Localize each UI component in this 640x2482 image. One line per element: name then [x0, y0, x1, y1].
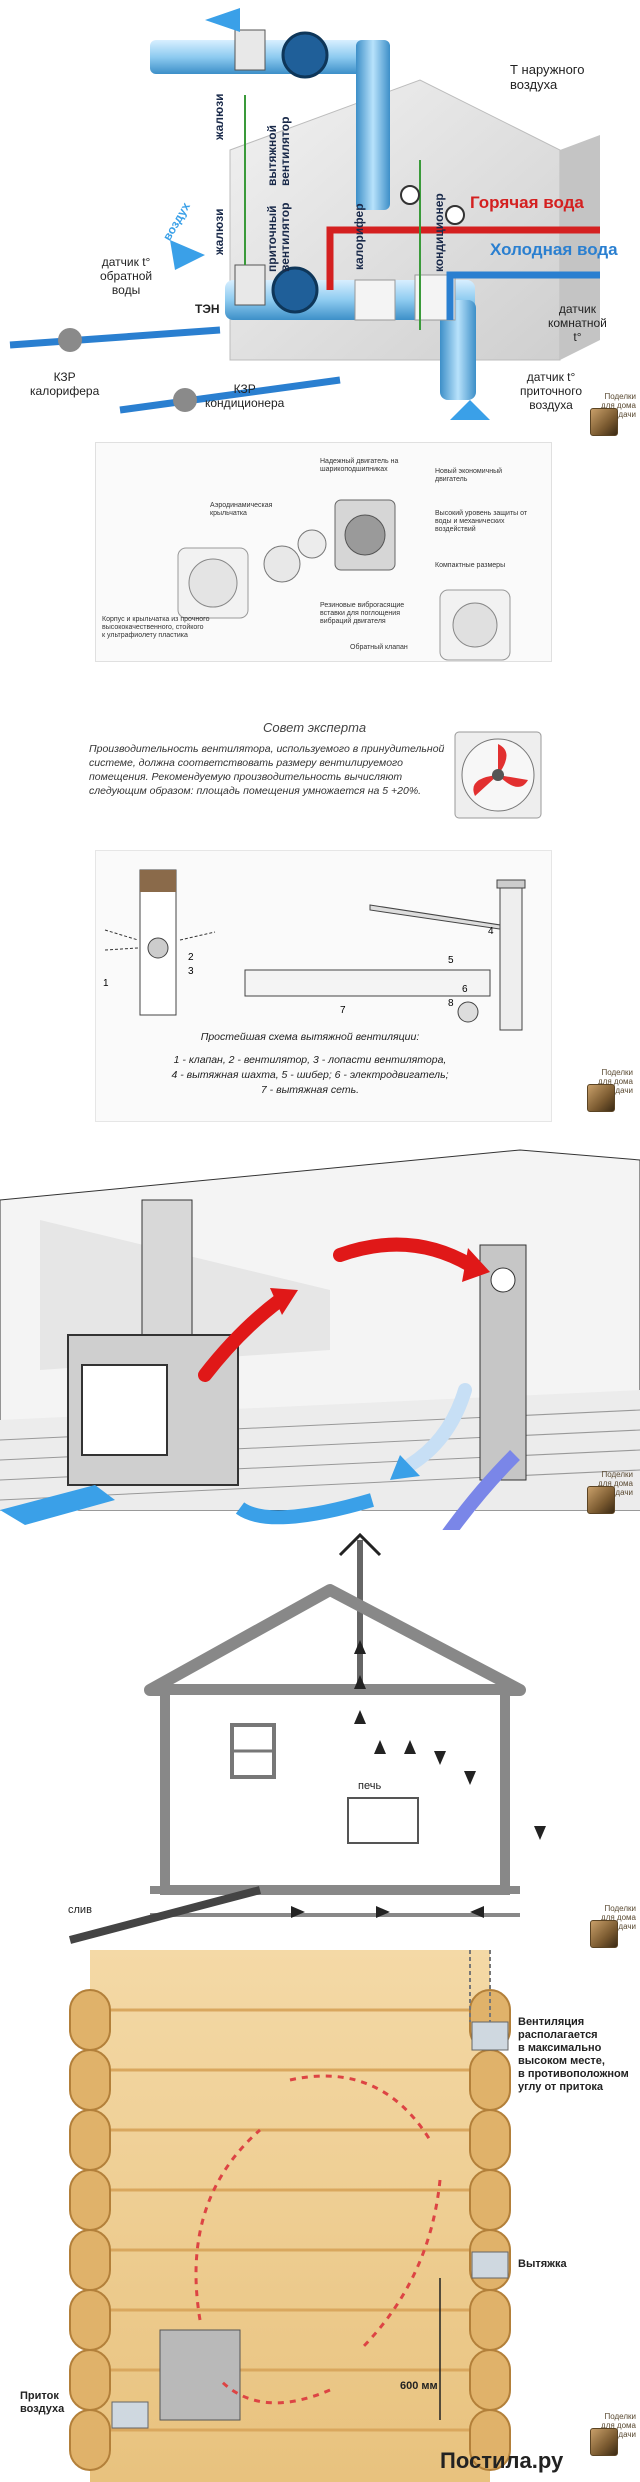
num-3: 3 [188, 966, 194, 977]
sauna-airflow-drawing [0, 1149, 640, 1530]
return-pipe-2 [119, 376, 341, 414]
heater-box [354, 279, 396, 321]
inflow-vent-icon [111, 2401, 149, 2429]
hot-water-label: Горячая вода [470, 193, 584, 212]
exhaust-arrow [442, 1450, 520, 1530]
fan-exploded-drawing [177, 499, 511, 661]
supply-fan-icon [271, 266, 319, 314]
axial-fan-icon [454, 731, 542, 819]
hot-water-pipe [326, 226, 600, 290]
vent-placement-note: Вентиляция располагается в максимально в… [518, 2016, 629, 2093]
ten-label: ТЭН [195, 302, 220, 316]
cold-water-label: Холодная вода [490, 240, 618, 259]
jalousie-top-label: жалюзи [212, 93, 226, 140]
exhaust-fan-label: вытяжной вентилятор [265, 116, 292, 186]
supply-temp-sensor-label: датчик t° приточного воздуха [520, 370, 582, 412]
kzr-heater-label: КЗР калорифера [30, 370, 100, 398]
air-down-arrow-icon [450, 400, 490, 420]
num-4: 4 [488, 926, 494, 937]
hot-air-arrow-up [198, 1293, 287, 1382]
sauna-heater [159, 2329, 241, 2421]
floor-inflow-arrow [0, 1485, 115, 1525]
exhaust-fan-icon [281, 31, 329, 79]
ventilation-scheme-drawing [9, 8, 600, 420]
drain-label: слив [68, 1904, 92, 1916]
exhaust-label: Вытяжка [518, 2258, 567, 2270]
jalousie-bottom-label: жалюзи [212, 208, 226, 255]
exhaust-caption: Простейшая схема вытяжной вентиляции: 1 … [171, 1031, 449, 1096]
valve-heater-icon [58, 328, 82, 352]
air-out-arrow-icon [205, 8, 240, 32]
num-6: 6 [462, 984, 468, 995]
jalousie-bottom-icon [234, 264, 266, 306]
num-1: 1 [103, 978, 109, 989]
return-temp-sensor-label: датчик t° обратной воды [100, 255, 153, 297]
outside-temp-label: Т наружного воздуха [510, 62, 585, 92]
num-2: 2 [188, 952, 194, 963]
stove-box [347, 1797, 419, 1844]
num-8: 8 [448, 998, 454, 1009]
heater-label: калорифер [352, 203, 366, 270]
chimney-pipe [141, 1199, 193, 1341]
num-7: 7 [340, 1005, 346, 1016]
air-in-arrow-icon [170, 240, 205, 270]
advice-box: Совет эксперта Производительность вентил… [85, 720, 550, 830]
vent-duct [479, 1244, 527, 1481]
inflow-label: Приток воздуха [20, 2390, 65, 2415]
kzr-conditioner-label: КЗР кондиционера [205, 382, 285, 410]
panel-ventilation-scheme: Горячая вода Холодная вода Т наружного в… [0, 0, 640, 440]
footer-site[interactable]: Постила.ру [440, 2448, 564, 2473]
valve-label: Обратный клапан [350, 644, 408, 651]
conditioner-label: кондиционер [432, 193, 446, 272]
advice-title: Совет эксперта [263, 720, 367, 735]
advice-text: Производительность вентилятора, использу… [89, 743, 445, 797]
room-temp-sensor-label: датчик комнатной t° [548, 302, 607, 344]
cold-water-pipe [446, 271, 600, 320]
exhaust-scheme-drawing [104, 869, 526, 1031]
valve-conditioner-icon [173, 388, 197, 412]
panel-exhaust-scheme: 1 2 3 4 5 6 7 8 Простейшая схема вытяжно… [0, 840, 640, 1140]
log-wall [90, 1950, 490, 2482]
panel-log-sauna: Вентиляция располагается в максимально в… [0, 1950, 640, 2482]
compact-label: Компактные размеры [435, 562, 506, 569]
vent-top-icon [471, 2021, 509, 2051]
num-5: 5 [448, 955, 454, 966]
vent-exhaust-icon [471, 2251, 509, 2279]
house-section-drawing [68, 1532, 546, 1944]
inflow-arrow [235, 1493, 374, 1525]
cool-air-arrow [403, 1383, 472, 1472]
distance-label: 600 мм [400, 2380, 438, 2392]
jalousie-top-icon [234, 29, 266, 71]
log-sauna-drawing [69, 1950, 511, 2482]
stove-label: печь [358, 1780, 382, 1792]
hot-air-arrow-top [333, 1237, 477, 1272]
return-pipe [9, 326, 221, 349]
exhaust-duct-top [150, 40, 390, 74]
supply-fan-label: приточный вентилятор [265, 202, 292, 272]
